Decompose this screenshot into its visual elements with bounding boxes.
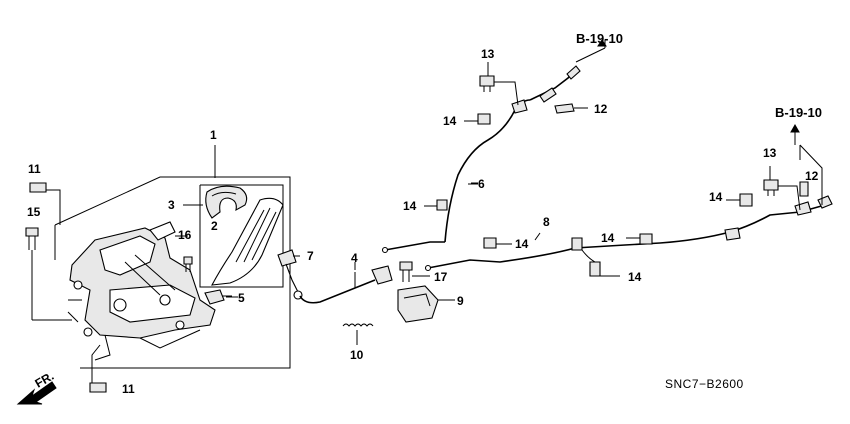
clip-12-right <box>799 181 809 197</box>
callout-4: 4 <box>351 251 358 265</box>
callout-14-a: 14 <box>443 114 457 128</box>
ref-b-19-10-upper: B-19-10 <box>576 31 623 46</box>
callout-12-upper: 12 <box>594 102 608 116</box>
leader-lines <box>175 182 541 298</box>
callout-6: 6 <box>478 177 485 191</box>
ref-b-19-10-right: B-19-10 <box>775 105 822 120</box>
lever-cover <box>211 197 284 286</box>
callout-5: 5 <box>238 291 245 305</box>
drawing-code: SNC7−B2600 <box>665 377 744 391</box>
reference-labels: B-19-10 B-19-10 <box>576 31 822 145</box>
front-direction-arrow <box>16 381 57 405</box>
callout-3: 3 <box>168 198 175 212</box>
clip-11-bottom <box>89 344 107 393</box>
callout-14-e: 14 <box>601 231 615 245</box>
bolt-16 <box>183 256 193 272</box>
bolt-14-a <box>464 113 491 125</box>
rear-cable-8 <box>424 144 833 277</box>
callout-14-b: 14 <box>403 199 417 213</box>
equalizer-cable-4 <box>299 265 393 304</box>
bolt-14-d <box>726 193 753 207</box>
bolt-13-right <box>763 166 801 211</box>
callout-9: 9 <box>457 294 464 308</box>
bolt-14-b <box>424 199 448 211</box>
bolt-17 <box>399 261 430 282</box>
clip-12-upper <box>554 103 588 114</box>
parking-brake-lever-assembly <box>67 221 216 361</box>
callout-12-right: 12 <box>805 169 819 183</box>
callout-11-bottom: 11 <box>122 382 135 396</box>
switch-5 <box>204 289 232 305</box>
callout-1: 1 <box>210 128 217 142</box>
callout-2: 2 <box>211 219 218 233</box>
clip-11-top <box>29 182 61 225</box>
bolt-14-c <box>483 237 512 249</box>
callout-17: 17 <box>434 270 448 284</box>
callout-15: 15 <box>27 205 41 219</box>
callout-8: 8 <box>543 215 550 229</box>
callout-13-upper: 13 <box>481 47 495 61</box>
callout-14-c: 14 <box>515 237 529 251</box>
bolt-14-e <box>626 233 653 245</box>
lever-grip <box>205 185 248 219</box>
callout-14-d: 14 <box>709 190 723 204</box>
rear-cable-6 <box>381 40 606 254</box>
spring-10 <box>342 323 374 345</box>
callout-16: 16 <box>178 228 192 242</box>
callout-labels: 1 2 3 4 5 6 7 8 9 10 11 11 12 12 13 13 1… <box>27 47 819 396</box>
callout-10: 10 <box>350 348 364 362</box>
bolt-13-upper <box>479 62 519 106</box>
bolt-15 <box>25 227 72 321</box>
callout-14-f: 14 <box>628 270 642 284</box>
callout-11-top: 11 <box>28 162 41 176</box>
bracket-9 <box>397 285 455 323</box>
callout-7: 7 <box>307 249 314 263</box>
callout-13-right: 13 <box>763 146 777 160</box>
